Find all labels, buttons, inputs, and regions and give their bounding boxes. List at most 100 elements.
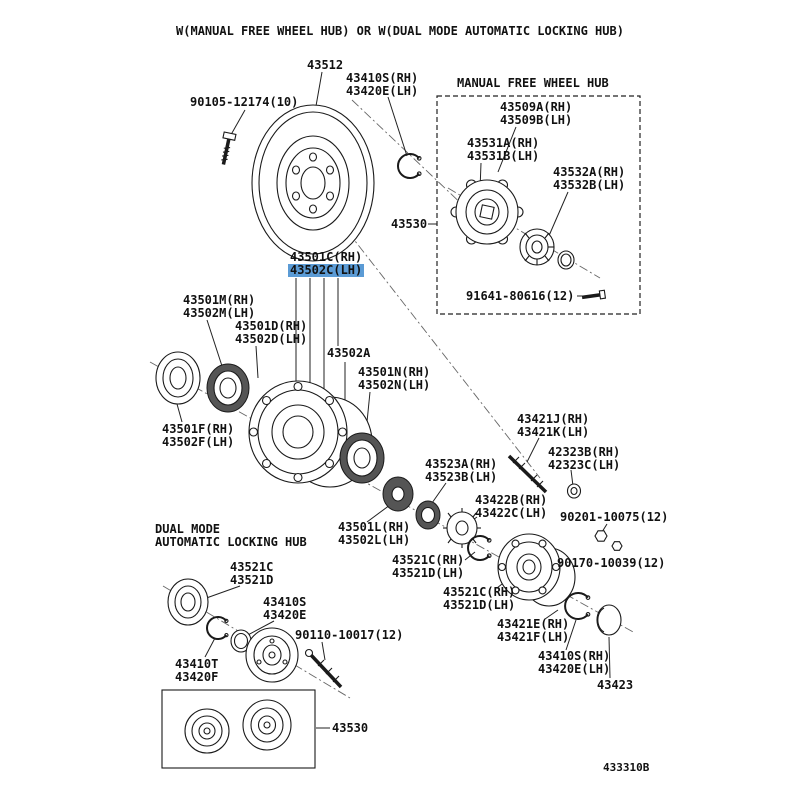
axle-hub-drawing: [248, 380, 373, 488]
manual-hub-box-title: MANUAL FREE WHEEL HUB: [457, 76, 609, 90]
part-link-43420f[interactable]: 43420F: [175, 670, 219, 684]
part-link-43502d[interactable]: 43502D(LH): [235, 332, 308, 346]
part-link-43422c[interactable]: 43422C(LH): [475, 506, 548, 520]
free-wheel-hub-body-drawing: [450, 179, 524, 245]
part-link-43531a[interactable]: 43531A(RH): [467, 136, 540, 150]
part-link-43501d[interactable]: 43501D(RH): [235, 319, 308, 333]
part-link-43521d-dm[interactable]: 43521D: [230, 573, 274, 587]
part-label-91641-80616[interactable]: 91641-80616(12): [466, 289, 575, 303]
hex-nut-drawings: [594, 530, 623, 551]
part-link-43523b[interactable]: 43523B(LH): [425, 470, 498, 484]
part-label-43531: 43531A(RH) 43531B(LH): [467, 137, 539, 163]
part-link-43531b[interactable]: 43531B(LH): [467, 149, 540, 163]
part-link-43532a[interactable]: 43532A(RH): [553, 165, 626, 179]
part-link-43532b[interactable]: 43532B(LH): [553, 178, 626, 192]
brake-rotor-drawing: [251, 104, 375, 262]
adjusting-nut-drawing: [415, 500, 441, 530]
part-label-43421j-43421k: 43421J(RH) 43421K(LH): [517, 413, 589, 439]
part-link-43523a[interactable]: 43523A(RH): [425, 457, 498, 471]
part-link-43501n[interactable]: 43501N(RH): [358, 365, 431, 379]
part-link-43502m[interactable]: 43502M(LH): [183, 306, 256, 320]
part-link-42323c[interactable]: 42323C(LH): [548, 458, 621, 472]
part-label-43532: 43532A(RH) 43532B(LH): [553, 166, 625, 192]
part-link-43521c-2[interactable]: 43521C(RH): [443, 585, 516, 599]
part-link-43410s-bottom[interactable]: 43410S(RH): [538, 649, 611, 663]
part-link-43410t[interactable]: 43410T: [175, 657, 219, 671]
part-label-43501n-43502n: 43501N(RH) 43502N(LH): [358, 366, 430, 392]
part-label-43501m-43502m: 43501M(RH) 43502M(LH): [183, 294, 255, 320]
part-link-43502n[interactable]: 43502N(LH): [358, 378, 431, 392]
part-label-43521c-43521d-2: 43521C(RH) 43521D(LH): [443, 586, 515, 612]
free-wheel-screw-drawing: [581, 289, 607, 300]
part-link-43501l[interactable]: 43501L(RH): [338, 520, 411, 534]
part-label-43501c-43502c: 43501C(RH) 43502C(LH): [288, 250, 365, 277]
snap-ring-top-drawing: [397, 153, 422, 179]
free-wheel-clutch-drawing: [519, 228, 575, 270]
dual-mode-hub-drawing: [245, 627, 299, 683]
part-link-43410s-dm[interactable]: 43410S: [263, 595, 307, 609]
part-link-43502c-selected[interactable]: 43502C(LH): [288, 263, 365, 277]
part-link-43421f[interactable]: 43421F(LH): [497, 630, 570, 644]
part-link-43501c[interactable]: 43501C(RH): [290, 250, 363, 264]
drive-flange-drawing: [497, 533, 576, 607]
hub-assembly-box: [161, 689, 316, 769]
snap-ring-bottom-drawing: [564, 592, 591, 620]
part-label-90170-10039[interactable]: 90170-10039(12): [557, 556, 666, 570]
part-link-43509a[interactable]: 43509A(RH): [500, 100, 573, 114]
hub-assembly-a-drawing: [184, 708, 230, 754]
thrust-washer-drawing: [382, 476, 414, 512]
part-link-43509b[interactable]: 43509B(LH): [500, 113, 573, 127]
part-link-43421e[interactable]: 43421E(RH): [497, 617, 570, 631]
snap-ring-mid-drawing: [467, 535, 492, 561]
part-label-90201-10075[interactable]: 90201-10075(12): [560, 510, 669, 524]
part-label-43410s-43420e-top: 43410S(RH) 43420E(LH): [346, 72, 418, 98]
part-label-43523a-43523b: 43523A(RH) 43523B(LH): [425, 458, 497, 484]
part-label-43423[interactable]: 43423: [597, 678, 634, 692]
lock-washer-drawing: [443, 508, 481, 548]
dual-mode-title-line1: DUAL MODE: [155, 522, 221, 536]
dual-mode-snap-ring-drawing: [206, 616, 229, 640]
part-link-43422b[interactable]: 43422B(RH): [475, 493, 548, 507]
part-link-43501f[interactable]: 43501F(RH): [162, 422, 235, 436]
oil-seal-drawing: [155, 351, 201, 405]
part-link-43521d-2[interactable]: 43521D(LH): [443, 598, 516, 612]
part-label-43410s-43420e-bottom: 43410S(RH) 43420E(LH): [538, 650, 610, 676]
diagram-title: W(MANUAL FREE WHEEL HUB) OR W(DUAL MODE …: [176, 24, 624, 38]
part-label-43422b-43422c: 43422B(RH) 43422C(LH): [475, 494, 547, 520]
part-link-43521c-1[interactable]: 43521C(RH): [392, 553, 465, 567]
part-link-43420e-dm[interactable]: 43420E: [263, 608, 307, 622]
part-label-43501d-43502d: 43501D(RH) 43502D(LH): [235, 320, 307, 346]
part-label-43502a[interactable]: 43502A: [327, 346, 371, 360]
part-link-42323b[interactable]: 42323B(RH): [548, 445, 621, 459]
part-link-43502f[interactable]: 43502F(LH): [162, 435, 235, 449]
inner-bearing-drawing: [206, 363, 250, 413]
part-label-90110-10017[interactable]: 90110-10017(12): [295, 628, 404, 642]
part-link-43420e-top[interactable]: 43420E(LH): [346, 84, 419, 98]
grease-cap-drawing: [596, 604, 622, 636]
part-link-43421j[interactable]: 43421J(RH): [517, 412, 590, 426]
dual-mode-section-title: DUAL MODE AUTOMATIC LOCKING HUB: [155, 523, 307, 549]
part-link-43501m[interactable]: 43501M(RH): [183, 293, 256, 307]
part-label-90105-12174[interactable]: 90105-12174(10): [190, 95, 299, 109]
part-link-43521d-1[interactable]: 43521D(LH): [392, 566, 465, 580]
manual-free-wheel-hub-box: [436, 95, 641, 315]
part-link-43420e-bottom[interactable]: 43420E(LH): [538, 662, 611, 676]
part-label-43530-bottom[interactable]: 43530: [332, 721, 369, 735]
cone-washer-drawing: [566, 483, 582, 499]
part-link-43410s-top[interactable]: 43410S(RH): [346, 71, 419, 85]
part-link-43421k[interactable]: 43421K(LH): [517, 425, 590, 439]
dual-mode-title-line2: AUTOMATIC LOCKING HUB: [155, 535, 307, 549]
dual-mode-ring-drawing: [230, 629, 252, 653]
hub-assembly-b-drawing: [242, 699, 292, 751]
part-label-43501f-43502f: 43501F(RH) 43502F(LH): [162, 423, 234, 449]
part-label-43512[interactable]: 43512: [307, 58, 344, 72]
part-label-43410t-43420f: 43410T 43420F: [175, 658, 218, 684]
part-link-43521c-dm[interactable]: 43521C: [230, 560, 274, 574]
part-link-43502l[interactable]: 43502L(LH): [338, 533, 411, 547]
part-label-43530-top[interactable]: 43530: [391, 217, 428, 231]
part-label-43410s-43420e-dm: 43410S 43420E: [263, 596, 306, 622]
hub-stud-drawing: [507, 454, 548, 494]
part-label-43521c-43521d-dm: 43521C 43521D: [230, 561, 273, 587]
